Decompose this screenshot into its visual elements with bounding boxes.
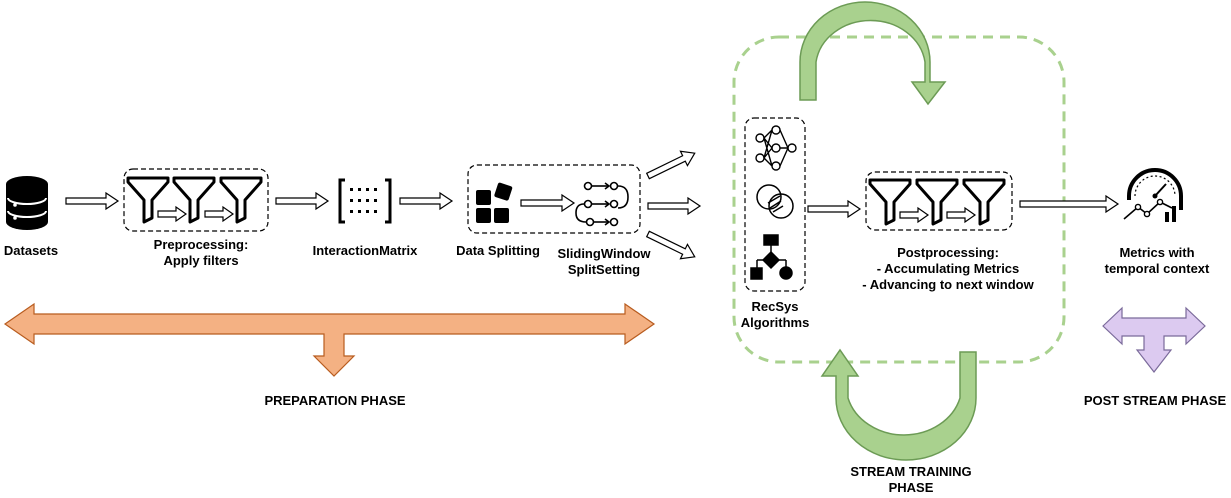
datasets-label: Datasets bbox=[3, 243, 59, 258]
recsys-algorithms-label: RecSys Algorithms bbox=[740, 299, 810, 330]
arrow-matrix-to-splitting bbox=[399, 192, 453, 210]
postprocessing-label: Postprocessing: - Accumulating Metrics -… bbox=[862, 245, 1034, 292]
flowchart-icon bbox=[750, 234, 793, 280]
gauge-chart-icon bbox=[1123, 168, 1183, 222]
sliding-window-icon bbox=[575, 181, 629, 227]
arrow-split-to-algorithms-up bbox=[643, 145, 699, 184]
preparation-phase-arrow bbox=[3, 302, 656, 377]
arrow-datasets-to-preprocessing bbox=[65, 192, 119, 210]
data-splitting-box bbox=[467, 164, 641, 234]
preparation-phase-label: PREPARATION PHASE bbox=[264, 393, 406, 408]
sliding-window-label: SlidingWindow SplitSetting bbox=[557, 246, 651, 277]
neural-network-icon bbox=[755, 125, 797, 171]
arrow-split-to-algorithms-mid bbox=[647, 197, 701, 215]
metrics-label: Metrics with temporal context bbox=[1104, 245, 1210, 276]
curved-arrow-top bbox=[799, 1, 947, 106]
stream-training-phase-label: STREAM TRAINING PHASE bbox=[850, 464, 972, 495]
blocks-icon bbox=[476, 182, 513, 223]
curved-arrow-bottom bbox=[820, 348, 977, 461]
arrow-blocks-to-window bbox=[520, 193, 576, 213]
database-icon bbox=[6, 176, 48, 230]
arrow-preprocessing-to-matrix bbox=[275, 192, 329, 210]
arrow-algorithms-to-postprocessing bbox=[807, 200, 861, 218]
venn-icon bbox=[756, 184, 794, 219]
matrix-icon bbox=[338, 178, 392, 224]
preprocessing-label: Preprocessing: Apply filters bbox=[153, 237, 249, 268]
stream-training-loop-box bbox=[732, 35, 1066, 364]
post-stream-phase-label: POST STREAM PHASE bbox=[1083, 393, 1227, 408]
arrow-postprocessing-to-metrics bbox=[1019, 194, 1120, 214]
data-splitting-label: Data Splitting bbox=[456, 243, 540, 258]
interaction-matrix-label: InteractionMatrix bbox=[312, 243, 418, 258]
post-stream-phase-arrow bbox=[1102, 306, 1206, 373]
